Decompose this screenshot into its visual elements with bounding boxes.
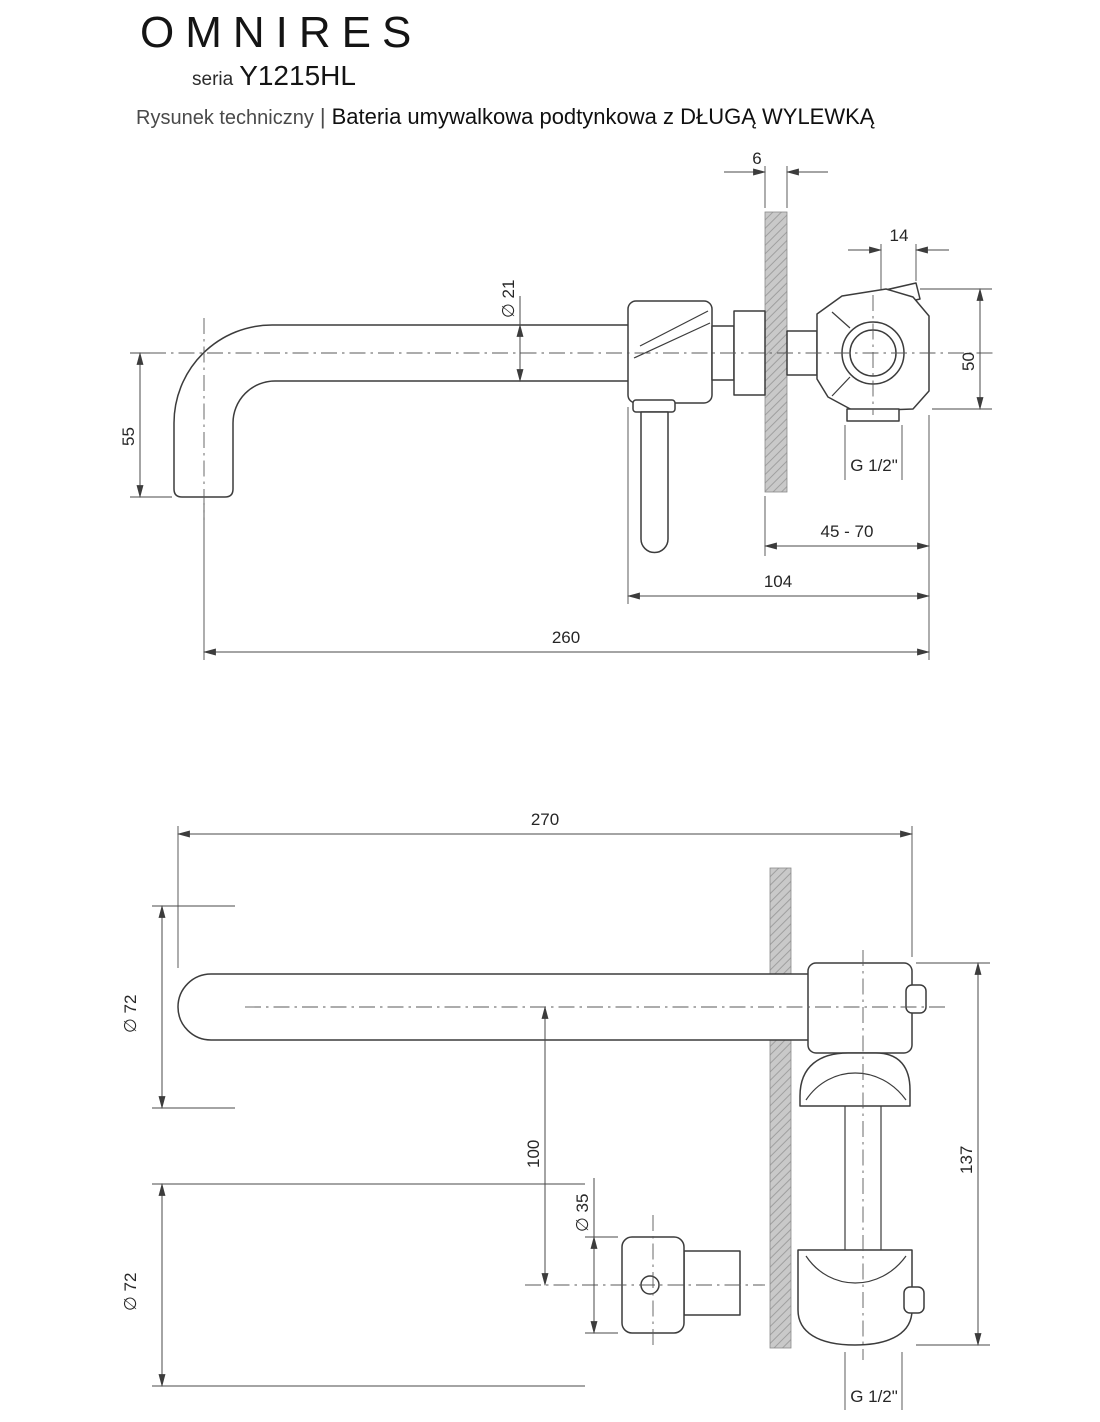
mount-clip-bottom [903, 1286, 925, 1314]
body-detail-line [633, 322, 711, 359]
mixer-body [627, 300, 713, 404]
dim-handle-diameter: ∅ 35 [573, 1194, 592, 1232]
body-detail-line [639, 310, 709, 347]
series-prefix: seria [192, 69, 234, 90]
dim-spout-diameter: ∅ 21 [499, 280, 518, 318]
wall-plate-section [769, 867, 792, 1349]
brand-logo: OMNIRES [140, 8, 423, 57]
dim-spout-drop: 55 [119, 427, 138, 446]
doc-type-label: Rysunek techniczny [136, 107, 314, 129]
subtitle-separator: | [319, 104, 326, 129]
dim-plate-thickness: 6 [752, 149, 761, 168]
handle-lever [640, 411, 669, 554]
bracket-detail-curve [805, 1072, 907, 1101]
handle-hub-front [683, 1250, 741, 1316]
dim-wall-depth-range: 45 - 70 [821, 522, 874, 541]
lower-bracket [797, 1249, 913, 1346]
dim-body-length: 104 [764, 572, 792, 591]
handle-collar [632, 399, 676, 413]
wall-plate-section [764, 211, 788, 493]
dim-valve-height: 50 [959, 352, 978, 371]
dim-valve-total-height: 137 [957, 1146, 976, 1174]
dim-handle-rosette-diameter: ∅ 72 [121, 1273, 140, 1311]
front-view: 270 ∅ 72 100 ∅ 35 ∅ 72 137 [121, 810, 990, 1410]
dim-spout-total-length: 260 [552, 628, 580, 647]
valve-detail-line [831, 311, 851, 329]
product-title: Bateria umywalkowa podtynkowa z DŁUGĄ WY… [331, 104, 875, 129]
dim-spout-rosette-diameter: ∅ 72 [121, 995, 140, 1033]
series-code: Y1215HL [239, 60, 356, 91]
dim-spout-total-length: 270 [531, 810, 559, 829]
side-view: 6 14 ∅ 21 55 50 G 1/2" [119, 149, 995, 660]
upper-bracket [799, 1052, 911, 1107]
drawing-subtitle: Rysunek techniczny|Bateria umywalkowa po… [136, 104, 874, 130]
spout-outline [173, 324, 630, 498]
bracket-detail-curve [805, 1255, 907, 1284]
mount-clip-top [905, 984, 927, 1014]
valve-detail-line [831, 376, 851, 397]
dim-inlet-thread: G 1/2" [850, 1387, 898, 1406]
valve-top-box [807, 962, 913, 1054]
dim-handle-hub-width: 14 [890, 226, 909, 245]
dim-inlet-thread: G 1/2" [850, 456, 898, 475]
dim-center-distance: 100 [524, 1140, 543, 1168]
